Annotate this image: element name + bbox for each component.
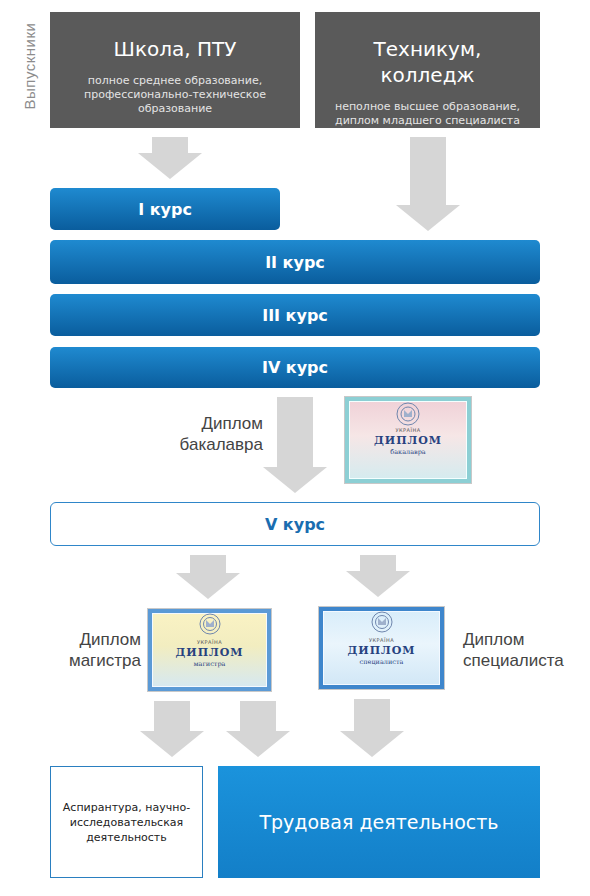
course-label: V курс — [265, 515, 325, 534]
box-subtitle: неполное высшее образование, диплом млад… — [329, 100, 526, 128]
diploma-degree: специалиста — [360, 658, 404, 667]
country-name: УКРАЇНА — [395, 427, 420, 434]
diploma-image: Диплом магистраУКРАЇНАДИПЛОМмагистра — [147, 608, 272, 692]
flow-arrow — [138, 137, 202, 179]
diploma-image: Диплом специалистаУКРАЇНАДИПЛОМспециалис… — [318, 606, 445, 690]
source-box: Школа, ПТУ полное среднее образование, пр… — [50, 12, 300, 128]
course-bar: III курс — [50, 294, 540, 336]
outcome-box: Трудовая деятельность — [218, 766, 540, 878]
diploma-caption: Диплом магистра — [51, 629, 141, 671]
diploma-title: ДИПЛОМ — [175, 646, 243, 660]
diploma-degree: бакалавра — [390, 448, 425, 457]
box-title: Школа, ПТУ — [114, 36, 237, 62]
box-title: Техникум, колледж — [329, 36, 526, 88]
diploma-title: ДИПЛОМ — [374, 434, 442, 448]
outcome-label: Трудовая деятельность — [259, 811, 498, 833]
flow-arrow — [263, 397, 327, 493]
course-label: III курс — [262, 306, 328, 325]
flow-arrow — [140, 701, 204, 757]
course-label: II курс — [265, 253, 325, 272]
flow-arrow — [176, 555, 240, 599]
course-bar: II курс — [50, 240, 540, 284]
diploma-caption: Диплом специалиста — [463, 629, 578, 671]
flow-arrow — [396, 137, 460, 231]
course-bar: IV курс — [50, 347, 540, 388]
course-bar: V курс — [50, 502, 540, 546]
course-bar: I курс — [50, 188, 280, 230]
diploma-degree: магистра — [194, 660, 226, 669]
axis-label: Выпускники — [20, 6, 40, 126]
flow-arrow — [226, 701, 290, 757]
flow-arrow — [340, 699, 404, 757]
outcome-label: Аспирантура, научно-исследовательская де… — [61, 800, 192, 845]
country-name: УКРАЇНА — [197, 639, 222, 646]
box-subtitle: полное среднее образование, профессионал… — [64, 74, 286, 116]
diploma-title: ДИПЛОМ — [347, 644, 415, 658]
country-name: УКРАЇНА — [369, 637, 394, 644]
flow-arrow — [346, 555, 410, 597]
diploma-caption: Диплом бакалавра — [173, 413, 263, 455]
course-label: I курс — [138, 200, 192, 219]
diploma-image: Диплом бакалавраУКРАЇНАДИПЛОМбакалавра — [344, 396, 472, 484]
source-box: Техникум, колледж неполное высшее образов… — [315, 12, 540, 128]
course-label: IV курс — [262, 358, 328, 377]
outcome-box: Аспирантура, научно-исследовательская де… — [50, 766, 203, 878]
